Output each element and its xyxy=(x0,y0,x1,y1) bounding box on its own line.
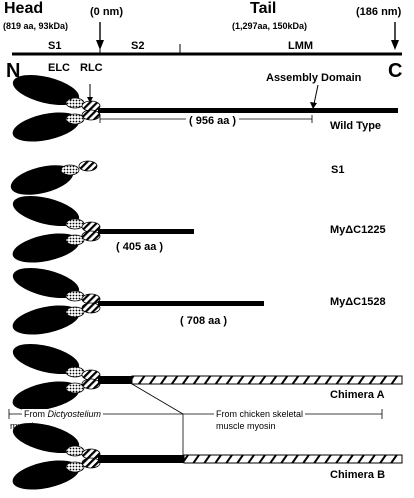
construct-chimera-a xyxy=(12,343,403,411)
dicty-species-name: Dictyostelium xyxy=(47,409,102,419)
elc-lower xyxy=(65,113,85,125)
end-nm-arrowhead xyxy=(391,40,399,50)
c-terminus-label: C xyxy=(388,60,403,82)
construct-label-chimera-b: Chimera B xyxy=(330,469,386,481)
construct-label-wild-type: Wild Type xyxy=(330,120,382,132)
elc-upper xyxy=(65,445,85,457)
segment-lmm-label: LMM xyxy=(288,40,314,52)
motor-head-upper xyxy=(12,343,80,375)
from-dicty-line2: myosin xyxy=(10,421,39,431)
from-dicty-label: From Dictyostelium xyxy=(22,409,104,419)
elc-arrow xyxy=(63,83,71,97)
rlc xyxy=(78,160,98,172)
end-nm-label: (186 nm) xyxy=(356,6,402,18)
elc-upper xyxy=(65,366,85,378)
elc-arrowhead xyxy=(66,95,73,101)
segment-s1-label: S1 xyxy=(48,40,62,52)
from-dicty-prefix: From xyxy=(24,409,48,419)
construct-label-mydc1528: MyΔC1528 xyxy=(330,296,386,308)
elc-lower xyxy=(65,306,85,318)
elc-lower xyxy=(65,461,85,473)
construct-label-chimera-a: Chimera A xyxy=(330,389,385,401)
wt-length-label: ( 956 aa ) xyxy=(186,115,240,127)
tail-title: Tail xyxy=(250,0,277,17)
assembly-arrowhead xyxy=(310,102,317,109)
rlc-upper xyxy=(81,293,101,305)
motor-head-lower xyxy=(12,233,80,263)
rlc-label: RLC xyxy=(80,62,103,74)
tail-bar xyxy=(98,301,264,306)
construct-mydc1528 xyxy=(12,267,264,335)
rlc-lower xyxy=(81,109,101,121)
construct-s1 xyxy=(10,160,98,195)
chicken-tail-segment xyxy=(131,375,403,385)
motor-head xyxy=(10,165,74,195)
junction-connector-a xyxy=(131,383,184,415)
motor-head-lower xyxy=(12,305,80,335)
construct-chimera-b xyxy=(12,422,403,490)
rlc-upper xyxy=(81,369,101,381)
chicken-tail-segment xyxy=(183,454,403,464)
dicty-tail-segment xyxy=(98,455,184,463)
construct-label-mydc1225: MyΔC1225 xyxy=(330,224,386,236)
head-title: Head xyxy=(4,0,44,17)
axis-group xyxy=(12,22,402,56)
construct-wild-type xyxy=(12,74,398,142)
elc-label: ELC xyxy=(48,62,70,74)
motor-head-lower xyxy=(12,460,80,490)
elc-upper xyxy=(65,97,85,109)
tail-bar xyxy=(98,108,398,113)
assembly-domain-label: Assembly Domain xyxy=(266,72,362,84)
from-chicken-line2: muscle myosin xyxy=(216,421,276,431)
motor-head-upper xyxy=(12,195,80,227)
rlc-lower xyxy=(81,302,101,314)
n-terminus-label: N xyxy=(6,60,21,82)
elc-upper xyxy=(65,290,85,302)
rlc-upper xyxy=(81,221,101,233)
rlc-lower xyxy=(81,457,101,469)
dicty-tail-segment xyxy=(98,376,132,384)
rlc-arrowhead xyxy=(87,97,93,103)
zero-nm-label: (0 nm) xyxy=(90,6,123,18)
tail-subtitle: (1,297aa, 150kDa) xyxy=(232,21,308,31)
motor-head-upper xyxy=(12,422,80,454)
head-subtitle: (819 aa, 93kDa) xyxy=(3,21,69,31)
motor-head-upper xyxy=(12,267,80,299)
zero-nm-arrowhead xyxy=(96,40,104,50)
rlc-upper xyxy=(81,100,101,112)
construct-label-s1: S1 xyxy=(331,164,345,176)
motor-head-upper xyxy=(12,74,80,106)
rlc-upper xyxy=(81,448,101,460)
elc-lower xyxy=(65,234,85,246)
from-chicken-line1: From chicken skeletal xyxy=(214,409,306,419)
rlc-lower xyxy=(81,230,101,242)
motor-head-lower xyxy=(12,112,80,142)
elc-upper xyxy=(65,218,85,230)
construct-mydc1225 xyxy=(12,195,194,263)
c1528-length-label: ( 708 aa ) xyxy=(180,315,228,327)
segment-s2-label: S2 xyxy=(131,40,145,52)
elc xyxy=(60,164,80,176)
elc-lower xyxy=(65,382,85,394)
tail-bar xyxy=(98,229,194,234)
c1225-length-label: ( 405 aa ) xyxy=(116,241,164,253)
rlc-lower xyxy=(81,378,101,390)
motor-head-lower xyxy=(12,381,80,411)
assembly-arrow xyxy=(313,84,319,105)
